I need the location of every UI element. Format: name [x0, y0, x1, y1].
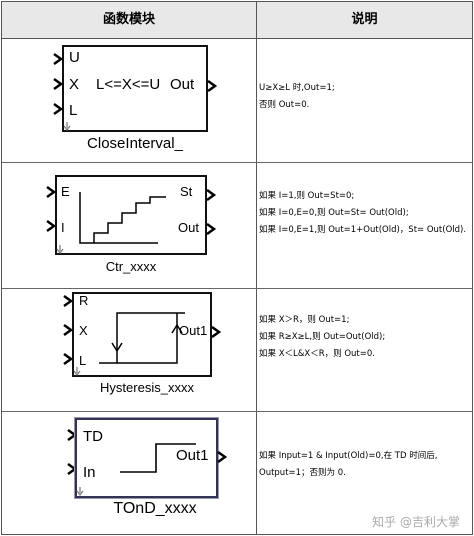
row-description: 如果 Input=1 & Input(Old)=0,在 TD 时间后, Outp…	[259, 451, 438, 478]
port-st: St	[180, 184, 193, 199]
down-arrow-icon	[63, 122, 71, 131]
interval-expression: L<=X<=U	[96, 76, 161, 93]
output-arrow-icon	[207, 79, 218, 93]
down-arrow-icon	[73, 367, 81, 376]
row-divider	[2, 288, 472, 289]
port-e: E	[61, 184, 70, 199]
port-in: In	[83, 464, 96, 481]
down-arrow-icon	[76, 487, 84, 496]
port-out1: Out1	[176, 447, 209, 464]
output-arrow-icon	[211, 325, 222, 339]
port-l: L	[79, 353, 87, 368]
table-header	[2, 2, 472, 39]
port-out1: Out1	[179, 323, 208, 338]
input-arrows-icon	[46, 185, 57, 233]
port-x: X	[79, 323, 88, 338]
port-out: Out	[178, 220, 199, 235]
block-caption: TOnD_xxxx	[113, 500, 197, 517]
row-description: 如果 I=1,则 Out=St=0; 如果 I=0,E=0,则 Out=St= …	[259, 191, 467, 235]
down-arrow-icon	[56, 245, 64, 254]
header-description: 说明	[351, 12, 378, 27]
column-divider	[256, 2, 257, 534]
row-description: 如果 X＞R，则 Out=1; 如果 R≥X≥L,则 Out=Out(Old);…	[259, 315, 386, 359]
port-td: TD	[83, 428, 103, 445]
row-divider	[2, 411, 472, 412]
watermark: 知乎 @吉利大掌	[372, 515, 460, 529]
port-r: R	[79, 293, 89, 308]
port-u: U	[69, 49, 80, 66]
header-function-module: 函数模块	[102, 12, 155, 27]
block-caption: CloseInterval_	[87, 135, 183, 152]
hysteresis-loop-icon	[99, 312, 185, 364]
block-caption: Hysteresis_xxxx	[100, 380, 194, 395]
port-l: L	[69, 102, 78, 119]
output-arrow-icon	[217, 450, 228, 464]
row-divider	[2, 162, 472, 163]
block-caption: Ctr_xxxx	[105, 259, 157, 274]
input-arrows-icon	[53, 52, 64, 116]
port-i: I	[61, 220, 65, 235]
delay-step-icon	[120, 443, 196, 473]
input-arrows-icon	[63, 294, 74, 366]
staircase-icon	[79, 192, 166, 244]
output-arrows-icon	[206, 188, 217, 236]
row-description: U≥X≥L 时,Out=1; 否则 Out=0.	[259, 83, 335, 110]
port-out: Out	[170, 76, 195, 93]
port-x: X	[69, 76, 80, 93]
